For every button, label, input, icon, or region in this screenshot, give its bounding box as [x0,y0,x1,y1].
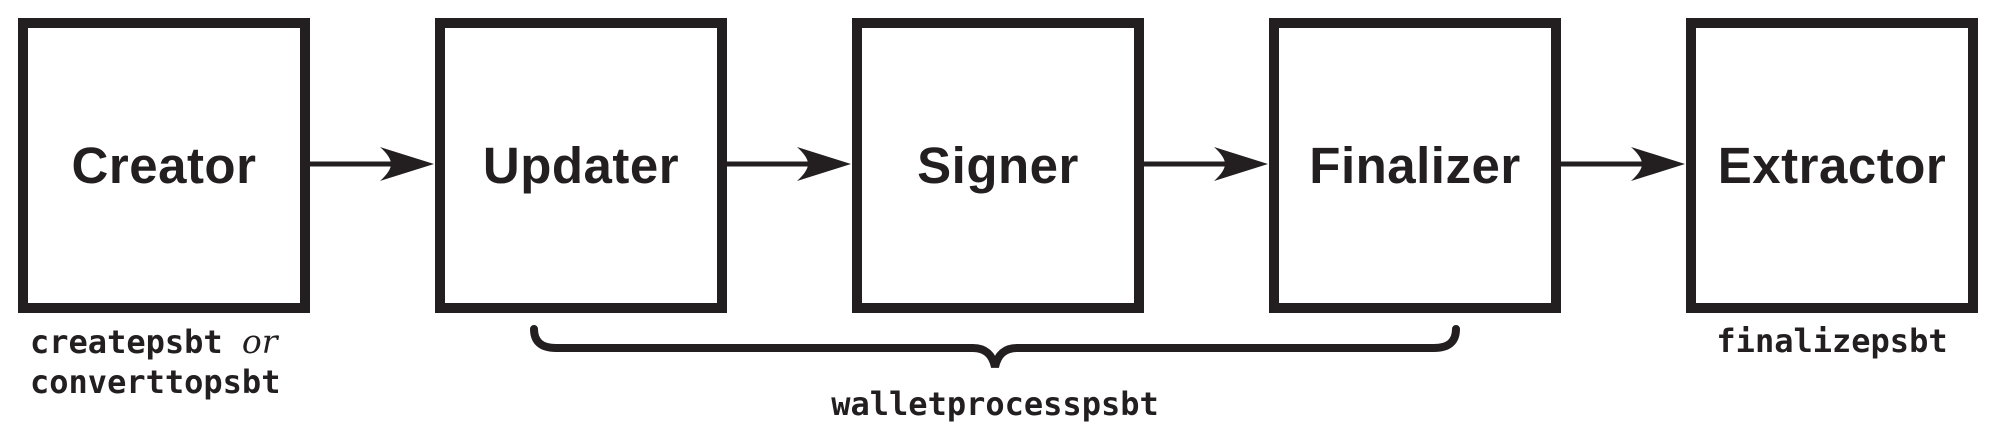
stage-label-creator: Creator [71,137,257,194]
extractor-command-annotation: finalizepsbt [1716,322,1948,360]
flow-arrow-icon [1561,147,1685,181]
creator-command-line-2: converttopsbt [30,362,280,402]
flow-arrow-icon [727,147,851,181]
creator-commands-annotation: createpsbt or converttopsbt [30,322,280,402]
stage-box-signer: Signer [852,18,1144,313]
stage-box-updater: Updater [435,18,727,313]
brace-label: walletprocesspsbt [831,385,1159,423]
stage-label-extractor: Extractor [1717,137,1947,194]
stage-box-extractor: Extractor [1686,18,1978,313]
stage-box-creator: Creator [18,18,310,313]
creator-conjunction: or [241,322,278,361]
creator-command-2: converttopsbt [30,363,281,401]
flow-arrow-icon [310,147,434,181]
stage-box-finalizer: Finalizer [1269,18,1561,313]
stage-label-finalizer: Finalizer [1309,137,1521,194]
creator-command-1: createpsbt [30,323,223,361]
stage-label-updater: Updater [482,137,680,194]
stage-label-signer: Signer [917,137,1079,194]
flow-arrow-icon [1144,147,1268,181]
curly-brace-icon [530,325,1460,369]
creator-command-line-1: createpsbt or [30,322,280,362]
